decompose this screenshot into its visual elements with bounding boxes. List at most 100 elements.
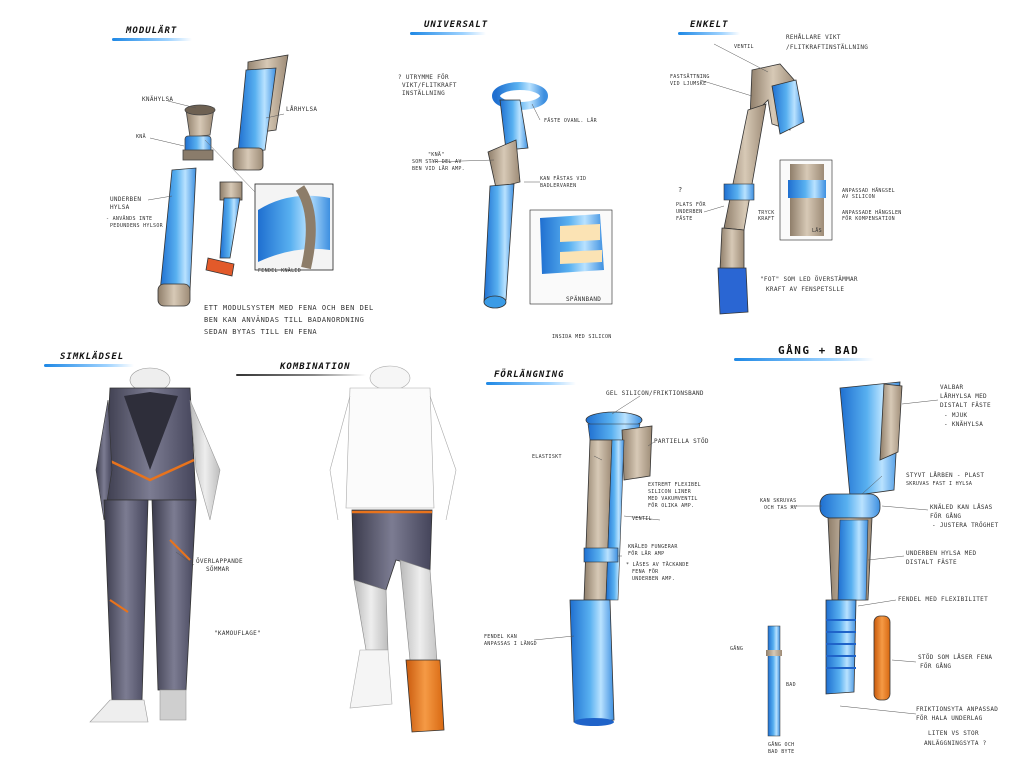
label-valbar-3: distalt fäste [940, 402, 991, 409]
label-anvands-2: Pedundens hylsor [110, 223, 163, 229]
label-minor-6: kraft [758, 216, 775, 222]
wetsuit-figure [89, 367, 221, 723]
label-mini-1: Gång [730, 646, 744, 652]
title-underline [410, 32, 486, 35]
label-overlappande-2: sömmar [206, 566, 230, 573]
label-valbar-2: lårhylsa med [940, 393, 987, 400]
label-faste: Fäste ovanl. lår [544, 118, 597, 124]
label-plats-3: fäste [676, 216, 693, 222]
label-elastiskt: Elastiskt [532, 454, 562, 460]
label-underben-hylsa-gang-2: distalt fäste [906, 559, 957, 566]
label-knaled-gang-2: för gång [930, 513, 962, 520]
label-knaled-gang: Knäled kan låsas [930, 504, 993, 511]
label-styvt-larben: Styvt lårben - plast [906, 472, 985, 479]
label-fendel-kan: Fendel kan [484, 634, 518, 640]
label-lases-3: underben amp. [632, 576, 676, 582]
label-minor-2: av silicon [842, 194, 876, 200]
section-title-simkladsel: Simklädsel [60, 352, 125, 362]
label-fastattning-2: vid ljumske [670, 81, 707, 87]
label-fendel-kan-2: anpassas i längd [484, 641, 537, 647]
label-lases: * Låses av täckande [626, 562, 689, 568]
note-modulart-2: Ben kan användas till badanordning [204, 316, 365, 324]
note-modulart-1: Ett modulsystem med fena och ben del [204, 304, 374, 312]
universal-prosthesis-sketch [483, 82, 613, 309]
note-modulart-3: Sedan bytas till en fena [204, 328, 318, 336]
label-extremt-3: med vakumventil [648, 496, 698, 502]
section-title-modulart: Modulärt [126, 26, 178, 36]
label-plats-2: underben [676, 209, 703, 215]
label-gel-silicon: Gel silicon/friktionsband [606, 390, 704, 397]
title-underline [678, 32, 740, 35]
label-kan-skruvas-2: och tas av [764, 505, 798, 511]
label-knaled-gang-3: - Justera tröghet [932, 522, 999, 529]
title-underline [112, 38, 192, 41]
walk-swim-prosthesis-sketch [766, 381, 903, 737]
label-knaled-forl-2: för lår amp [628, 551, 665, 557]
label-kna-universal: "Knä" [428, 152, 445, 158]
label-question-mark: ? [678, 186, 683, 194]
label-underben-hylsa-2: hylsa [110, 204, 130, 211]
label-fendel-knaled: Fendel Knäled [258, 268, 302, 274]
label-valbar-4: - Mjuk [944, 412, 968, 419]
label-fot: "Fot" som led överstämmar [760, 276, 858, 283]
label-kan-fastas-2: badlervaren [540, 183, 577, 189]
label-underben-hylsa-gang: Underben hylsa med [906, 550, 977, 557]
label-valbar-5: - Knähylsa [944, 421, 984, 428]
label-kna-universal-3: ben vid lår amp. [412, 166, 465, 172]
label-mini-3: Gång och [768, 742, 795, 748]
label-extremt-4: för olika amp. [648, 503, 695, 509]
label-minor-7: Lås [812, 228, 822, 234]
label-mini-4: bad byte [768, 749, 795, 755]
label-mini-2: Bad [786, 682, 796, 688]
label-ventil-forl: Ventil [632, 516, 652, 522]
section-title-forlangning: Förlängning [494, 370, 565, 380]
label-extremt: Extremt flexibel [648, 482, 701, 488]
label-liten-stor-2: anläggningsyta ? [924, 740, 987, 747]
label-plats: Plats för [676, 202, 706, 208]
label-kna-universal-2: som styr del av [412, 159, 462, 165]
label-fastattning: Fastsättning [670, 74, 710, 80]
leader-lines [147, 43, 939, 715]
label-rehallare: Rehållare vikt [786, 34, 841, 41]
modular-prosthesis-sketch [157, 54, 334, 307]
label-valbar: Valbar [940, 384, 964, 391]
title-underline [44, 364, 134, 367]
simple-prosthesis-sketch [717, 63, 833, 315]
label-rehallare-2: /flitkraftinställning [786, 44, 869, 51]
section-title-enkelt: Enkelt [690, 20, 729, 30]
label-lar-hylsa: Lårhylsa [286, 106, 318, 113]
label-extremt-2: silicon liner [648, 489, 692, 495]
label-spanband: Spännband [566, 296, 602, 303]
label-kan-fastas: Kan fästas vid [540, 176, 587, 182]
label-minor-4: för kompensation [842, 216, 895, 222]
title-underline [486, 382, 576, 385]
label-lases-2: fena för [632, 569, 659, 575]
label-fot-2: kraft av fenspetslle [766, 286, 845, 293]
label-stod: Stöd som låser fena [918, 654, 993, 661]
label-anvands: - Används inte [106, 216, 153, 222]
title-underline [236, 374, 366, 376]
label-minor-5: Tryck [758, 210, 775, 216]
section-title-gang-bad: Gång + Bad [778, 344, 860, 357]
combination-figure [329, 365, 457, 733]
label-partiella-stod: Partiella stöd [654, 438, 709, 445]
label-styvt-larben-2: skruvas fast i hylsa [906, 481, 973, 487]
label-friktion-2: för hala underlag [916, 715, 983, 722]
label-kna: Knä [136, 134, 146, 140]
label-knahylsa: Knähylsa [142, 96, 174, 103]
label-friktion: Friktionsyta anpassad [916, 706, 999, 713]
label-insida: Insida med silicon [552, 334, 612, 340]
label-ventil: Ventil [734, 44, 754, 50]
label-liten-stor: Liten vs stor [928, 730, 979, 737]
label-kan-skruvas: Kan skruvas [760, 498, 797, 504]
label-utrymme-2: vikt/flitkraft [402, 82, 457, 89]
section-title-kombination: Kombination [280, 362, 351, 372]
section-title-universalt: Universalt [424, 20, 489, 30]
label-minor-1: Anpassad hängsel [842, 188, 895, 194]
extension-prosthesis-sketch [569, 411, 653, 726]
label-underben-hylsa: Underben [110, 196, 142, 203]
title-underline [734, 358, 874, 361]
label-utrymme: ? Utrymme för [398, 74, 449, 81]
